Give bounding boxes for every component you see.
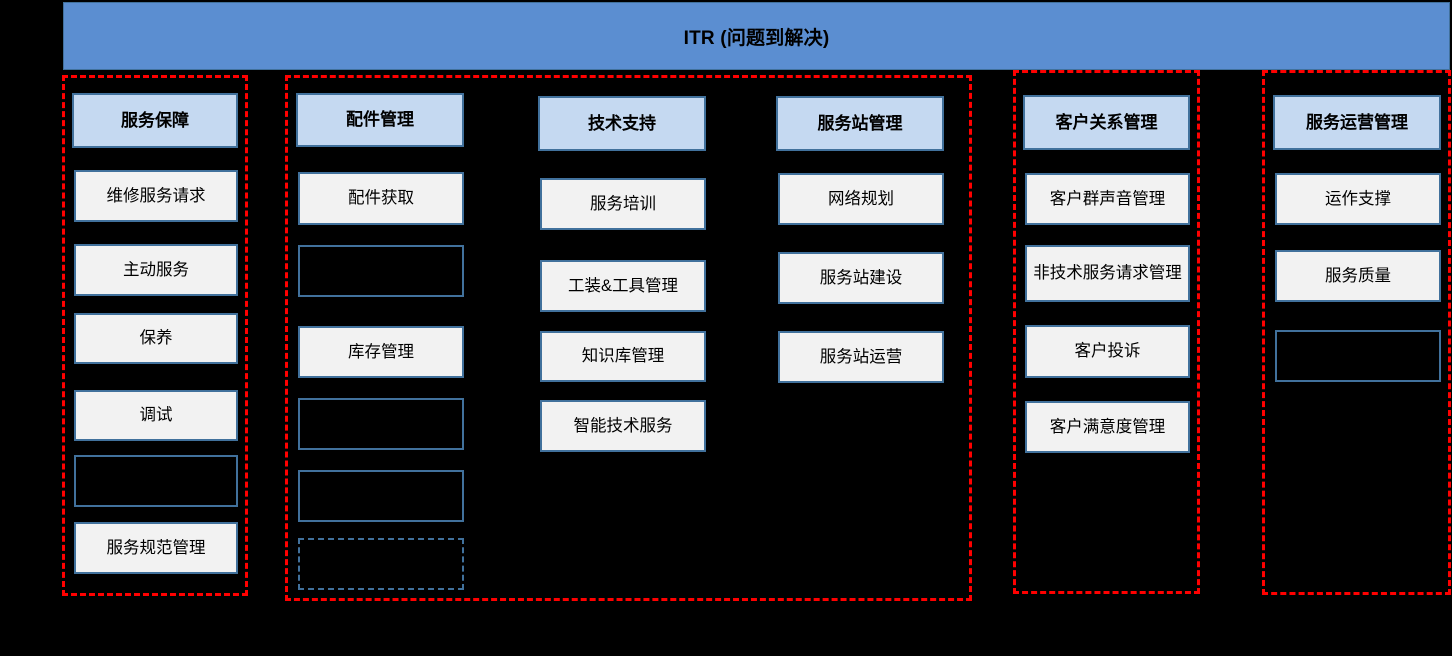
column-parts-management: 配件管理 配件获取 库存管理 [296,93,464,593]
item-box[interactable]: 服务站建设 [778,252,944,304]
item-box-empty[interactable] [298,470,464,522]
item-box[interactable]: 保养 [74,313,238,364]
item-label: 维修服务请求 [106,186,206,205]
item-box[interactable]: 工装&工具管理 [540,260,706,312]
item-label: 工装&工具管理 [567,276,678,295]
column-technical-support: 技术支持 服务培训 工装&工具管理 知识库管理 智能技术服务 [538,96,706,456]
column-header-parts-management[interactable]: 配件管理 [296,93,464,147]
item-box[interactable]: 客户群声音管理 [1025,173,1190,225]
item-label: 非技术服务请求管理 [1033,264,1182,283]
item-label: 服务站建设 [819,268,903,287]
item-label: 服务规范管理 [106,538,206,557]
item-box[interactable]: 维修服务请求 [74,170,238,222]
item-box[interactable]: 知识库管理 [540,331,706,382]
item-box[interactable]: 主动服务 [74,244,238,296]
item-box[interactable]: 服务培训 [540,178,706,230]
column-service-assurance: 服务保障 维修服务请求 主动服务 保养 调试 服务规范管理 [72,93,238,583]
item-label: 配件获取 [348,189,414,208]
item-label: 调试 [139,406,173,425]
item-box[interactable]: 网络规划 [778,173,944,225]
item-box[interactable]: 配件获取 [298,172,464,225]
diagram-title-bar: ITR (问题到解决) [63,2,1450,70]
item-box[interactable]: 调试 [74,390,238,441]
item-label: 客户满意度管理 [1049,417,1166,436]
item-label: 智能技术服务 [573,416,673,435]
item-box[interactable]: 智能技术服务 [540,400,706,452]
item-label: 服务质量 [1325,266,1391,285]
column-header-label: 技术支持 [588,113,656,133]
item-box[interactable]: 运作支撑 [1275,173,1441,225]
group-parts-tech-station [285,75,972,601]
column-header-service-assurance[interactable]: 服务保障 [72,93,238,148]
item-box[interactable]: 服务规范管理 [74,522,238,574]
column-header-service-operations-management[interactable]: 服务运营管理 [1273,95,1441,150]
item-box-empty[interactable] [74,455,238,507]
item-box-empty[interactable] [1275,330,1441,382]
group-service-assurance [62,75,248,596]
item-label: 服务培训 [590,194,656,213]
column-header-customer-relationship-management[interactable]: 客户关系管理 [1023,95,1190,150]
column-header-technical-support[interactable]: 技术支持 [538,96,706,151]
column-header-label: 服务运营管理 [1306,112,1408,132]
item-box-empty[interactable] [298,398,464,450]
item-label: 库存管理 [348,342,414,361]
item-label: 服务站运营 [819,347,903,366]
item-label: 客户投诉 [1074,342,1141,361]
item-label: 运作支撑 [1325,189,1391,208]
item-box[interactable]: 库存管理 [298,326,464,378]
item-box-empty[interactable] [298,245,464,297]
item-label: 客户群声音管理 [1049,189,1166,208]
column-header-label: 服务保障 [121,110,189,130]
item-box-empty-dashed[interactable] [298,538,464,590]
item-box[interactable]: 非技术服务请求管理 [1025,245,1190,302]
item-label: 保养 [139,329,173,348]
column-header-service-station-management[interactable]: 服务站管理 [776,96,944,151]
column-service-operations-management: 服务运营管理 运作支撑 服务质量 [1273,95,1441,382]
column-header-label: 客户关系管理 [1055,112,1158,132]
item-label: 主动服务 [123,260,189,279]
item-box[interactable]: 客户投诉 [1025,325,1190,378]
column-service-station-management: 服务站管理 网络规划 服务站建设 服务站运营 [776,96,944,386]
column-header-label: 配件管理 [346,110,414,130]
group-customer-relationship [1013,70,1200,594]
item-label: 知识库管理 [581,347,665,366]
item-box[interactable]: 服务质量 [1275,250,1441,302]
item-box[interactable]: 服务站运营 [778,331,944,383]
column-header-label: 服务站管理 [817,113,903,133]
group-service-operations [1262,70,1451,595]
item-box[interactable]: 客户满意度管理 [1025,401,1190,453]
column-customer-relationship-management: 客户关系管理 客户群声音管理 非技术服务请求管理 客户投诉 客户满意度管理 [1023,95,1190,455]
page-title: ITR (问题到解决) [683,27,830,49]
item-label: 网络规划 [828,189,894,208]
